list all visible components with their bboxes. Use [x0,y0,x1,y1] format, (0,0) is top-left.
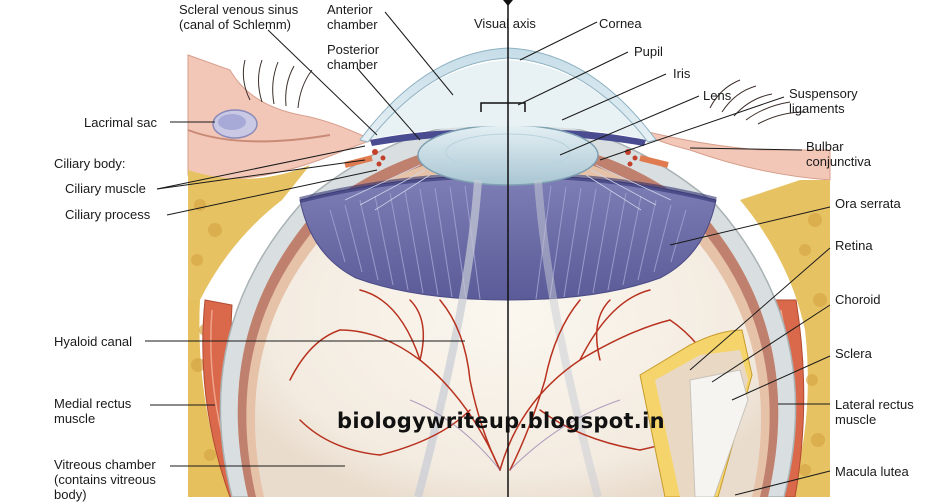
retinal-veins [409,399,621,471]
label-iris: Iris [673,66,691,81]
pupil-bracket [480,102,526,112]
label-anterior-chamber: chamber [327,17,378,32]
suspensory-ligaments [344,164,672,211]
label-retina: Retina [835,238,873,253]
sclera-cutaway [689,369,749,498]
left-lid-fold [187,129,331,143]
label-canal-of-schlemm: (canal of Schlemm) [179,17,291,32]
left-orbital-bone [188,300,230,497]
lacrimal-sac-inner [218,114,246,130]
label-posterior-chamber: chamber [327,57,378,72]
label-ora-serrata: Ora serrata [835,196,901,211]
label-visual-axis: Visual axis [474,16,536,31]
label-lens: Lens [703,88,732,103]
label-suspensory: Suspensory [789,86,858,101]
label-ciliary-body: Ciliary body: [54,156,126,171]
label-conjunctiva: conjunctiva [806,154,872,169]
label-pupil: Pupil [634,44,663,59]
right-ciliary-muscle-tissue [639,155,669,168]
label-posterior: Posterior [327,42,380,57]
hyaloid-canal [414,179,482,499]
label-bulbar: Bulbar [806,139,844,154]
label-lateral-rectus: Lateral rectus [835,397,914,412]
label-lacrimal-sac: Lacrimal sac [84,115,157,130]
left-orbital-fat [188,165,310,300]
watermark-text: biologywriteup.blogspot.in [337,409,665,433]
visual-axis-arrow [503,0,513,6]
hyaloid-canal-right [534,179,602,499]
label-hyaloid-canal: Hyaloid canal [54,334,133,349]
label-choroid: Choroid [835,292,881,307]
left-eyelid [187,54,374,180]
label-anterior: Anterior [327,2,373,17]
right-orbital-fat [740,180,830,497]
left-ciliary-muscle-tissue [344,155,373,168]
leader-lines [145,11,831,496]
scleral-venous-sinus [372,149,638,167]
label-ciliary-process: Ciliary process [65,207,151,222]
label-macula-lutea: Macula lutea [835,464,909,479]
label-cornea: Cornea [599,16,642,31]
label-lateral-rectus-muscle: muscle [835,412,877,427]
label-vitreous-contents: (contains vitreous [54,472,156,487]
label-ligaments: ligaments [789,101,845,116]
label-medial-rectus: Medial rectus [54,396,132,411]
eyelashes [242,59,806,125]
label-vitreous-chamber: Vitreous chamber [54,457,156,472]
label-scleral-venous-sinus: Scleral venous sinus [179,2,299,17]
label-medial-rectus-muscle: muscle [54,411,96,426]
right-eyelid [638,129,831,181]
label-vitreous-body: body) [54,487,87,502]
label-sclera: Sclera [835,346,872,361]
label-ciliary-muscle: Ciliary muscle [65,181,146,196]
